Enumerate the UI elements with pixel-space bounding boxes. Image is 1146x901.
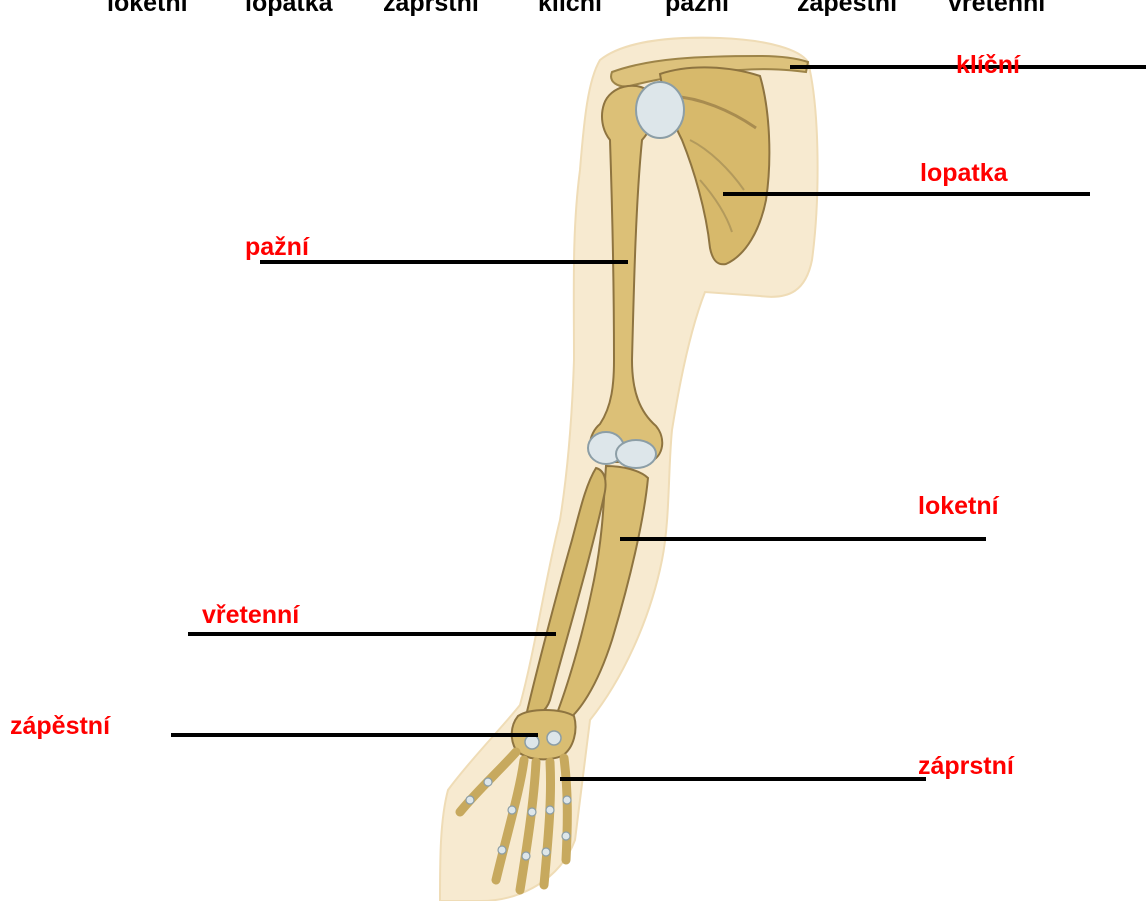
lopatka-leader-line (723, 192, 1090, 196)
vretenni-leader-line (188, 632, 556, 636)
carpal-cartilage (547, 731, 561, 745)
finger-little-bones (564, 758, 567, 860)
label-vretenni: vřetenní (202, 600, 299, 630)
label-klicni: klíční (956, 50, 1020, 80)
humeral-head-cartilage (636, 82, 684, 138)
carpal-cartilage (525, 735, 539, 749)
label-zaprstni: záprstní (918, 751, 1014, 781)
label-pazni: pažní (245, 232, 309, 262)
pazni-leader-line (260, 260, 628, 264)
label-loketni: loketní (918, 491, 999, 521)
loketni-leader-line (620, 537, 986, 541)
zapestni-leader-line (171, 733, 538, 737)
label-zapestni: zápěstní (10, 711, 110, 741)
label-lopatka: lopatka (920, 158, 1008, 188)
zaprstni-leader-line (560, 777, 926, 781)
elbow-joint-cartilage (616, 440, 656, 468)
